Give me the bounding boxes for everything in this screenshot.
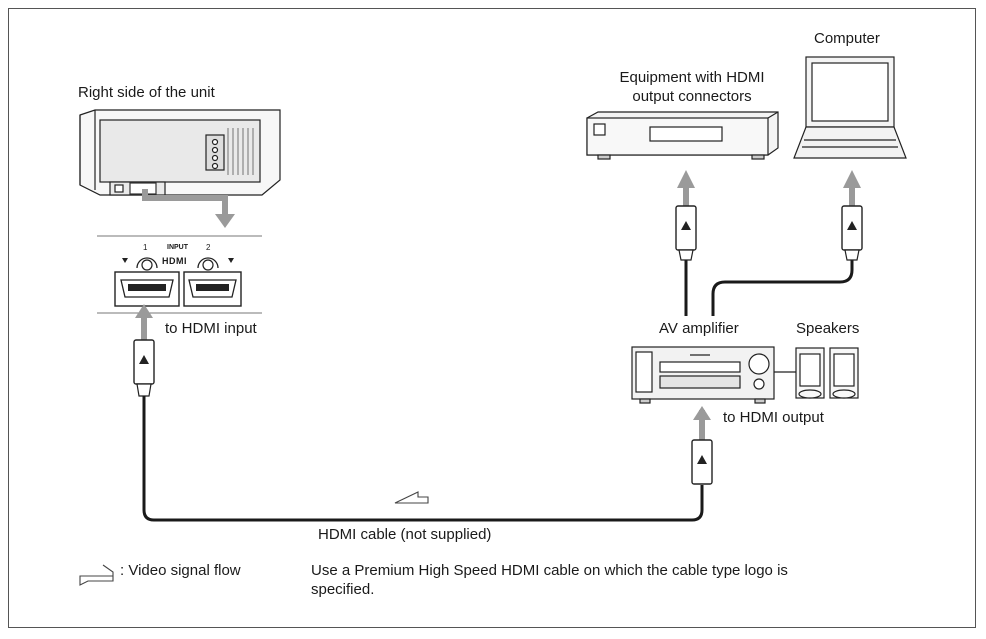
hdmi-cable-line — [142, 396, 704, 522]
hdmi-input-panel — [97, 235, 262, 314]
to-hdmi-output-label: to HDMI output — [723, 409, 824, 426]
signal-flow-arrow — [394, 491, 429, 504]
hdmi-cable-label: HDMI cable (not supplied) — [318, 526, 492, 543]
hdmi-plug-amp — [691, 406, 713, 485]
panel-input-label: INPUT — [167, 244, 188, 251]
legend-video-signal-flow: : Video signal flow — [120, 562, 241, 579]
port-1-number: 1 — [143, 243, 148, 252]
projector-label: Right side of the unit — [78, 84, 215, 101]
projector-unit — [79, 109, 281, 196]
cable-note-line1: Use a Premium High Speed HDMI cable on w… — [311, 562, 788, 579]
projector-to-panel-arrow — [142, 189, 228, 218]
speakers-label: Speakers — [796, 320, 860, 337]
port-2-number: 2 — [206, 243, 211, 252]
av-amplifier — [631, 346, 775, 404]
hdmi-plug-left — [133, 304, 155, 397]
to-hdmi-input-label: to HDMI input — [165, 320, 257, 337]
panel-hdmi-logo: HDMI — [162, 256, 187, 266]
speakers — [774, 347, 859, 399]
laptop-computer — [793, 56, 907, 159]
equipment-label-line2: output connectors — [632, 88, 752, 105]
hdmi-plug-computer — [841, 170, 863, 261]
projector-arrowhead — [215, 214, 235, 228]
amp-to-computer-cable — [711, 260, 854, 316]
hdmi-equipment — [586, 111, 779, 160]
computer-label: Computer — [814, 30, 880, 47]
av-amplifier-label: AV amplifier — [659, 320, 739, 337]
equipment-label-line1: Equipment with HDMI — [619, 69, 765, 86]
legend-flow-arrow-shape — [79, 564, 114, 586]
hdmi-plug-equipment — [675, 170, 697, 261]
diagram-frame — [8, 8, 976, 628]
cable-note-line2: specified. — [311, 581, 375, 598]
